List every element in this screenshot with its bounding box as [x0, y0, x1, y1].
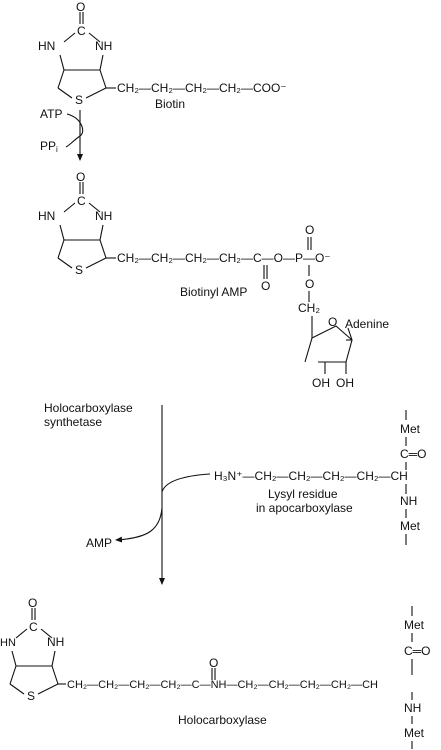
enzyme-label-line2: synthetase [44, 415, 102, 429]
step-2-transfer: Holocarboxylase synthetase AMP [44, 401, 211, 585]
holo-amide-carbonyl-o: O [209, 656, 218, 670]
lysyl-carbonyl: C═O [400, 447, 427, 461]
svg-text:C: C [77, 24, 86, 38]
svg-text:C: C [29, 620, 38, 634]
biotinyl-amp-side-chain: CH₂—CH₂—CH₂—CH₂—C—O—P—O⁻ [117, 251, 331, 265]
lysyl-residue-structure: Met C═O H₃N⁺—CH₂—CH₂—CH₂—CH₂—CH NH Met L… [214, 410, 427, 545]
biotinyl-amp-label: Biotinyl AMP [180, 285, 247, 299]
lysyl-met-top: Met [400, 422, 421, 436]
lysyl-nh: NH [400, 494, 417, 508]
ribose-ch2: CH₂ [298, 301, 320, 315]
holocarboxylase-structure: O C HN NH S CH₂—CH₂—CH₂—CH₂—C—NH—CH₂—CH₂… [0, 596, 431, 749]
biotinyl-amp-structure: O C HN NH S CH₂—CH₂—CH₂—CH₂—C—O—P—O⁻ O O… [38, 170, 389, 390]
phosphate-o-bottom: O [305, 277, 314, 291]
holo-nh: NH [404, 701, 421, 715]
step-1-activation: ATP PPi [40, 107, 84, 161]
amp-exit-curve [115, 507, 163, 543]
biotinyl-amp-nh-right: NH [95, 209, 112, 223]
amp-label: AMP [86, 536, 112, 550]
holo-carbonyl-o: O [28, 596, 37, 610]
ppi-label: PPi [40, 139, 58, 154]
holo-met-bottom: Met [404, 726, 425, 740]
holo-side-chain: CH₂—CH₂—CH₂—CH₂—C—NH—CH₂—CH₂—CH₂—CH₂—CH [67, 679, 378, 691]
lysine-entry-curve [161, 473, 211, 493]
biotin-carbonyl-o: O [76, 0, 85, 14]
biotin-side-chain: CH₂—CH₂—CH₂—CH₂—COO⁻ [117, 81, 287, 95]
enzyme-label-line1: Holocarboxylase [44, 401, 133, 415]
atp-label: ATP [40, 107, 62, 121]
biotin-nh-left: HN [38, 39, 55, 53]
holo-nh-right: NH [47, 635, 64, 649]
holo-nh-left: HN [0, 637, 16, 649]
phosphate-o-top: O [305, 223, 314, 237]
acyl-carbonyl-o: O [261, 279, 270, 293]
ribose-oh-left: OH [312, 376, 330, 390]
svg-text:C: C [77, 194, 86, 208]
ribose-ring-o: O [328, 315, 337, 329]
adenine-label: Adenine [345, 317, 389, 331]
biotin-nh-right: NH [95, 39, 112, 53]
biotin-label: Biotin [155, 97, 185, 111]
lysyl-side-chain: H₃N⁺—CH₂—CH₂—CH₂—CH₂—CH [214, 469, 408, 483]
biotinyl-amp-carbonyl-o: O [76, 170, 85, 184]
atp-ppi-curve [65, 113, 84, 148]
holo-sulfur: S [27, 689, 35, 703]
holo-carbonyl: C═O [404, 644, 431, 658]
holocarboxylase-label: Holocarboxylase [178, 713, 267, 727]
lysyl-label-line1: Lysyl residue [268, 487, 338, 501]
biotinyl-amp-sulfur: S [75, 263, 83, 277]
ribose-oh-right: OH [336, 376, 354, 390]
biotin-structure: O C HN NH S CH₂—CH₂—CH₂—CH₂—COO⁻ Biotin [38, 0, 287, 111]
holo-met-top: Met [404, 618, 425, 632]
lysyl-label-line2: in apocarboxylase [256, 501, 353, 515]
biotin-sulfur: S [75, 93, 83, 107]
biotinyl-amp-nh-left: HN [38, 209, 55, 223]
lysyl-met-bottom: Met [400, 519, 421, 533]
